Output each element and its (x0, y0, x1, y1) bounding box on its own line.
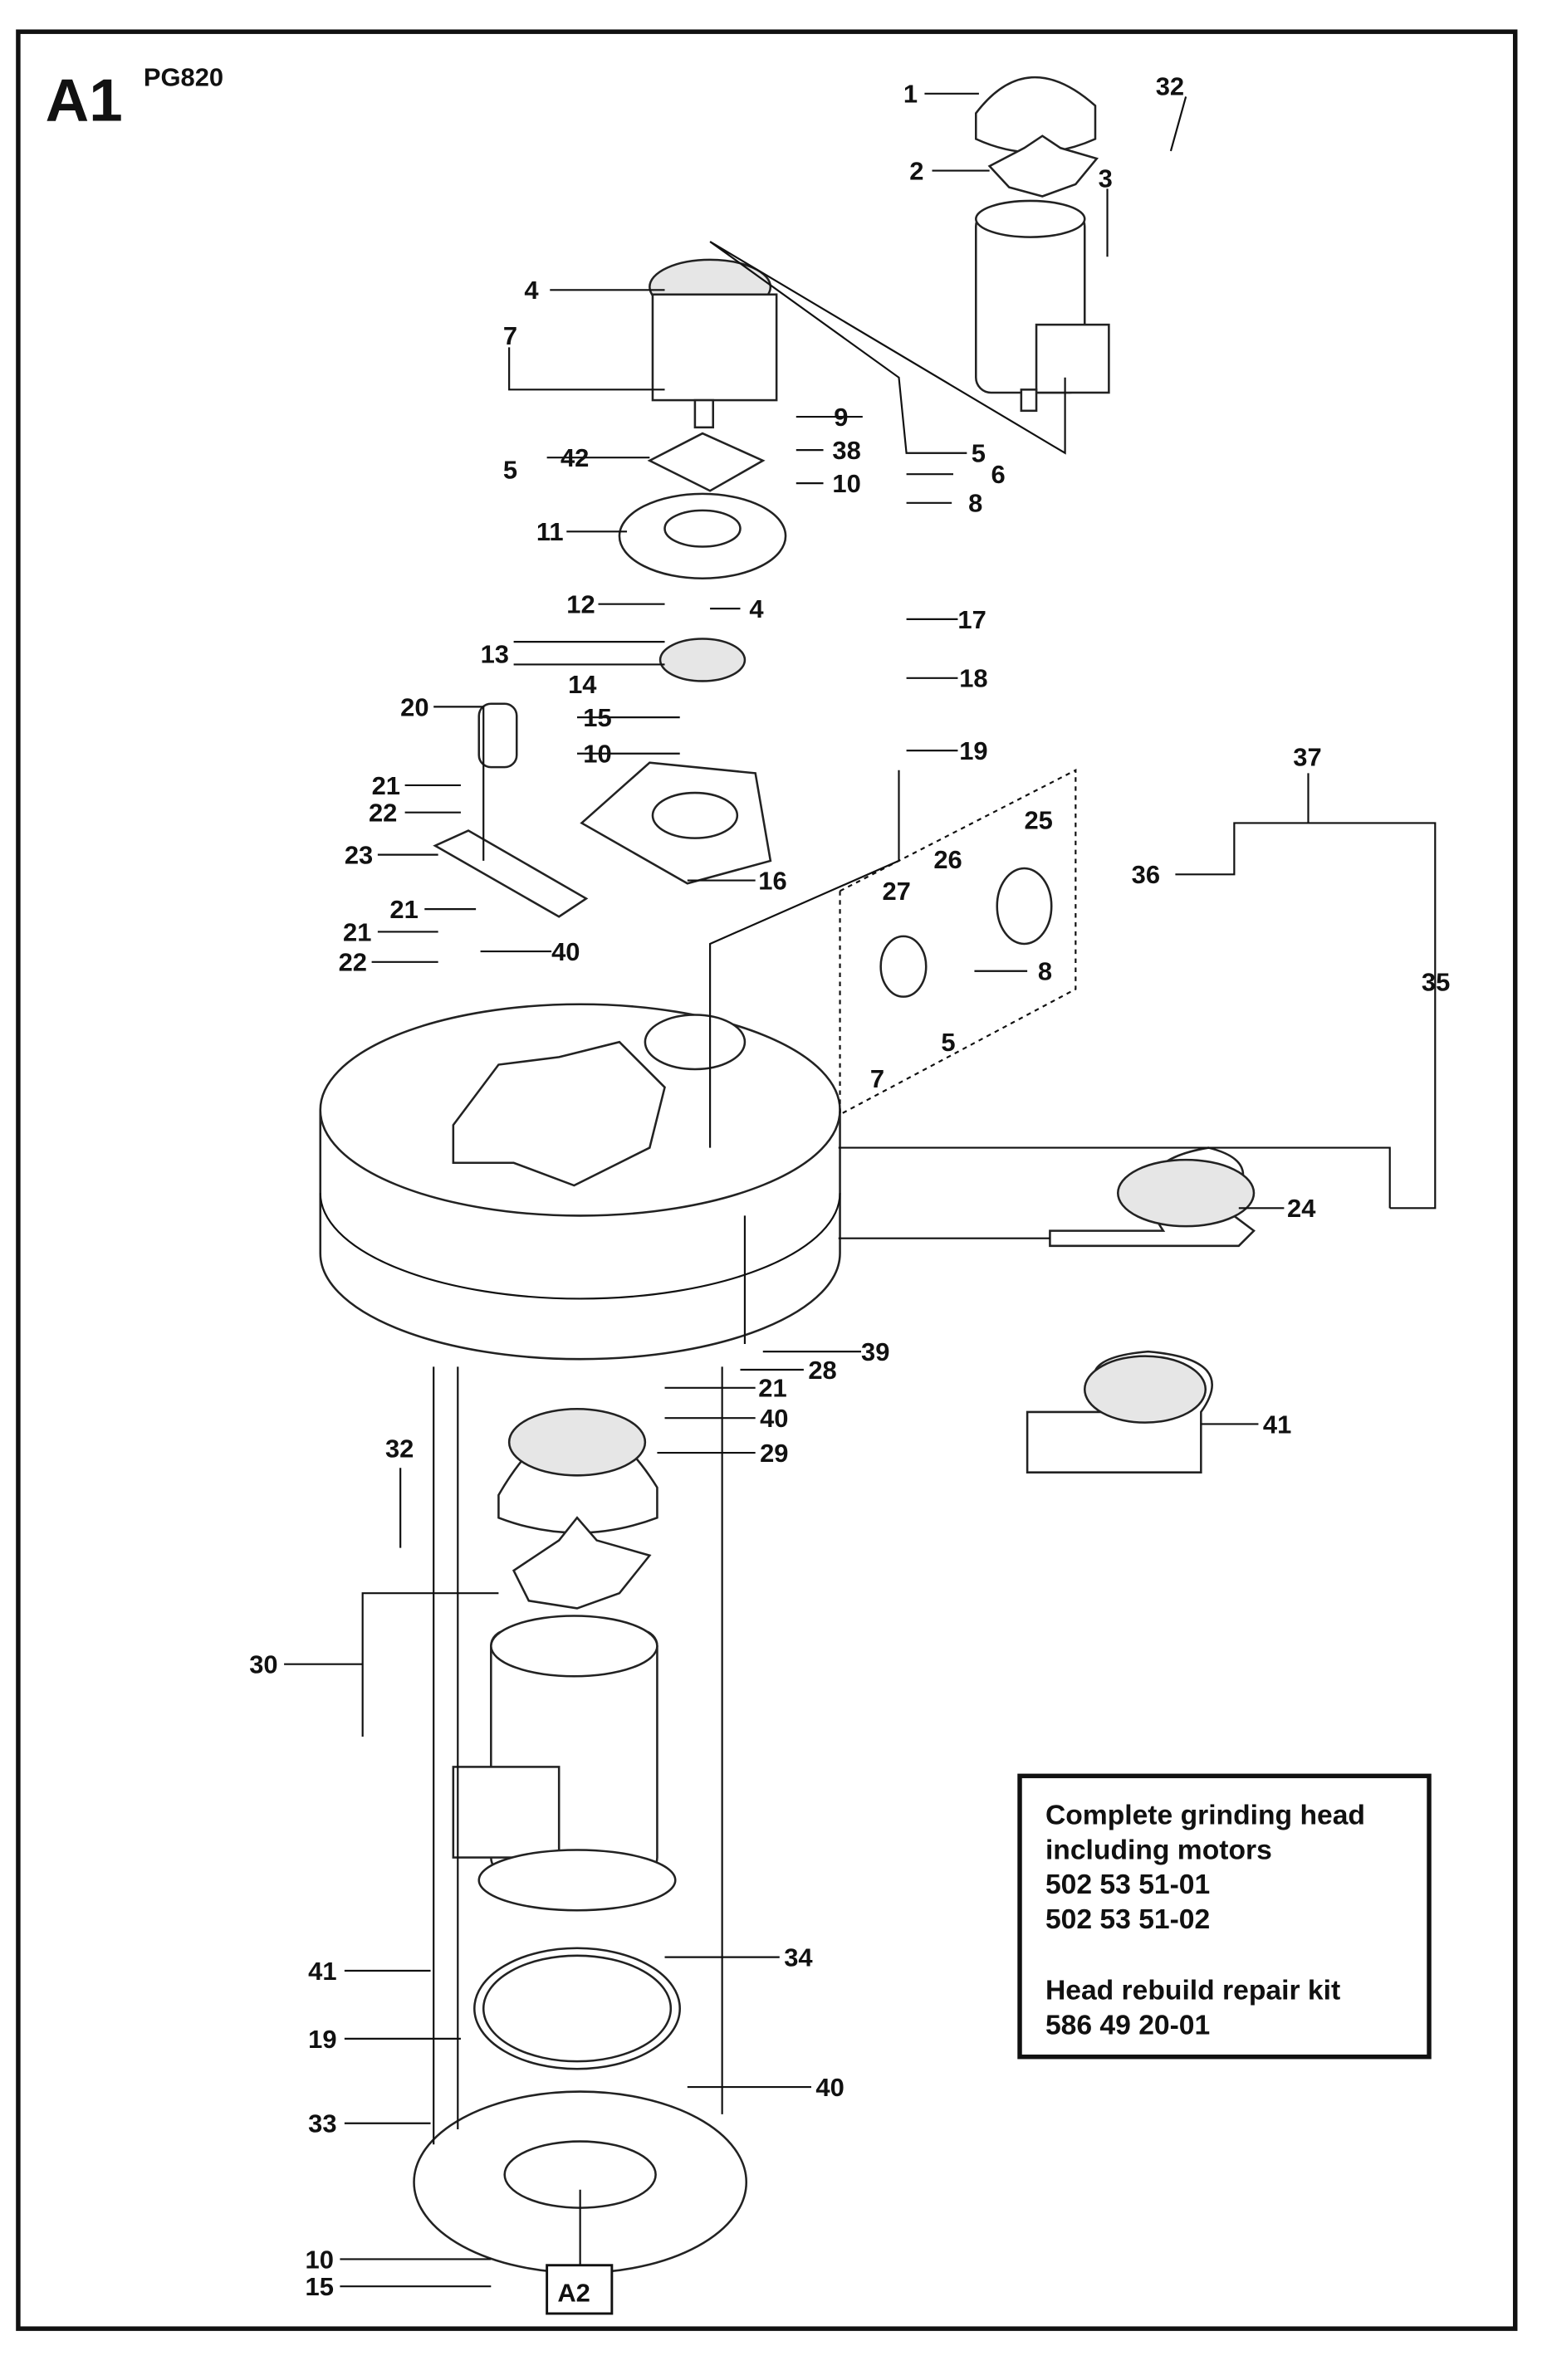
callout: 19 (959, 736, 987, 765)
info-kit-title: Head rebuild repair kit (1045, 1976, 1340, 2006)
next-page-label: A2 (557, 2278, 590, 2307)
callout: 21 (372, 771, 400, 800)
callout: 8 (1038, 957, 1052, 986)
callout: 40 (815, 2073, 844, 2102)
callout: 21 (343, 917, 371, 946)
callout: 4 (524, 276, 539, 305)
callout: 21 (758, 1374, 786, 1403)
callout: 42 (561, 443, 589, 472)
callout: 29 (760, 1439, 788, 1468)
callout: 21 (389, 895, 418, 924)
page-code: A1 (46, 67, 123, 134)
bottom-motor-assembly (413, 1408, 748, 2275)
callout: 27 (882, 877, 910, 906)
callout: 32 (1156, 72, 1184, 101)
callout: 8 (968, 489, 982, 518)
callout: 14 (568, 670, 597, 699)
callout: 18 (959, 664, 987, 693)
callout: 7 (503, 321, 517, 350)
callout: 9 (834, 403, 848, 432)
callout: 41 (308, 1957, 336, 1986)
seal-tape-rolls (1026, 1146, 1256, 1473)
callout: 25 (1024, 806, 1052, 835)
callout: 3 (1099, 164, 1113, 193)
callout: 35 (1422, 967, 1450, 996)
callout: 10 (583, 740, 611, 769)
callout: 17 (957, 605, 986, 634)
callout: 11 (536, 517, 564, 546)
adapter-kit-outline (839, 768, 1077, 1117)
callout: 22 (369, 799, 397, 828)
callout: 4 (749, 594, 764, 623)
callout: 19 (308, 2025, 336, 2054)
callout: 36 (1132, 860, 1160, 889)
callout: 6 (991, 460, 1005, 489)
callout: 23 (345, 841, 373, 870)
info-box: Complete grinding head including motors … (1017, 1773, 1432, 2060)
callout-labels: 1 32 2 3 4 7 5 42 9 38 10 5 6 8 11 12 4 … (249, 72, 1450, 2302)
next-page-reference[interactable]: A2 (546, 2264, 614, 2315)
callout: 5 (503, 456, 517, 485)
callout: 40 (551, 937, 580, 966)
callout: 10 (832, 469, 860, 498)
callout: 1 (903, 80, 918, 109)
callout: 5 (972, 439, 986, 468)
info-part-number-1: 502 53 51-01 (1045, 1869, 1210, 1900)
info-title-line2: including motors (1045, 1835, 1272, 1865)
callout: 10 (306, 2245, 334, 2274)
callout: 26 (933, 845, 962, 874)
callout: 40 (760, 1404, 788, 1433)
leader-lines (284, 92, 1437, 2288)
callout: 2 (909, 156, 923, 185)
callout: 7 (870, 1064, 884, 1093)
page-frame (16, 29, 1518, 2331)
callout: 13 (481, 640, 509, 669)
callout: 28 (808, 1356, 836, 1385)
info-kit-part-number: 586 49 20-01 (1045, 2010, 1210, 2040)
callout: 32 (385, 1434, 414, 1463)
callout: 38 (832, 436, 860, 465)
fan-top (987, 134, 1099, 198)
callout: 5 (941, 1028, 955, 1057)
callout: 16 (758, 866, 786, 895)
grinding-head-housing (319, 1003, 841, 1361)
fan-bottom (512, 1516, 652, 1610)
info-part-number-2: 502 53 51-02 (1045, 1904, 1210, 1935)
callout: 30 (249, 1650, 277, 1679)
callout: 12 (566, 590, 595, 619)
callout: 34 (784, 1943, 813, 1972)
callout: 20 (400, 692, 428, 721)
callout: 15 (306, 2272, 334, 2301)
callout: 37 (1293, 742, 1321, 771)
top-motor-assembly (974, 76, 1110, 413)
callout: 33 (308, 2109, 336, 2138)
callout: 24 (1287, 1194, 1316, 1223)
callout: 22 (339, 948, 367, 977)
model-name: PG820 (144, 63, 223, 92)
callout: 15 (583, 703, 611, 732)
info-title-line1: Complete grinding head (1045, 1801, 1365, 1831)
callout: 39 (861, 1337, 889, 1366)
gearbox (433, 258, 787, 918)
callout: 41 (1263, 1410, 1291, 1439)
